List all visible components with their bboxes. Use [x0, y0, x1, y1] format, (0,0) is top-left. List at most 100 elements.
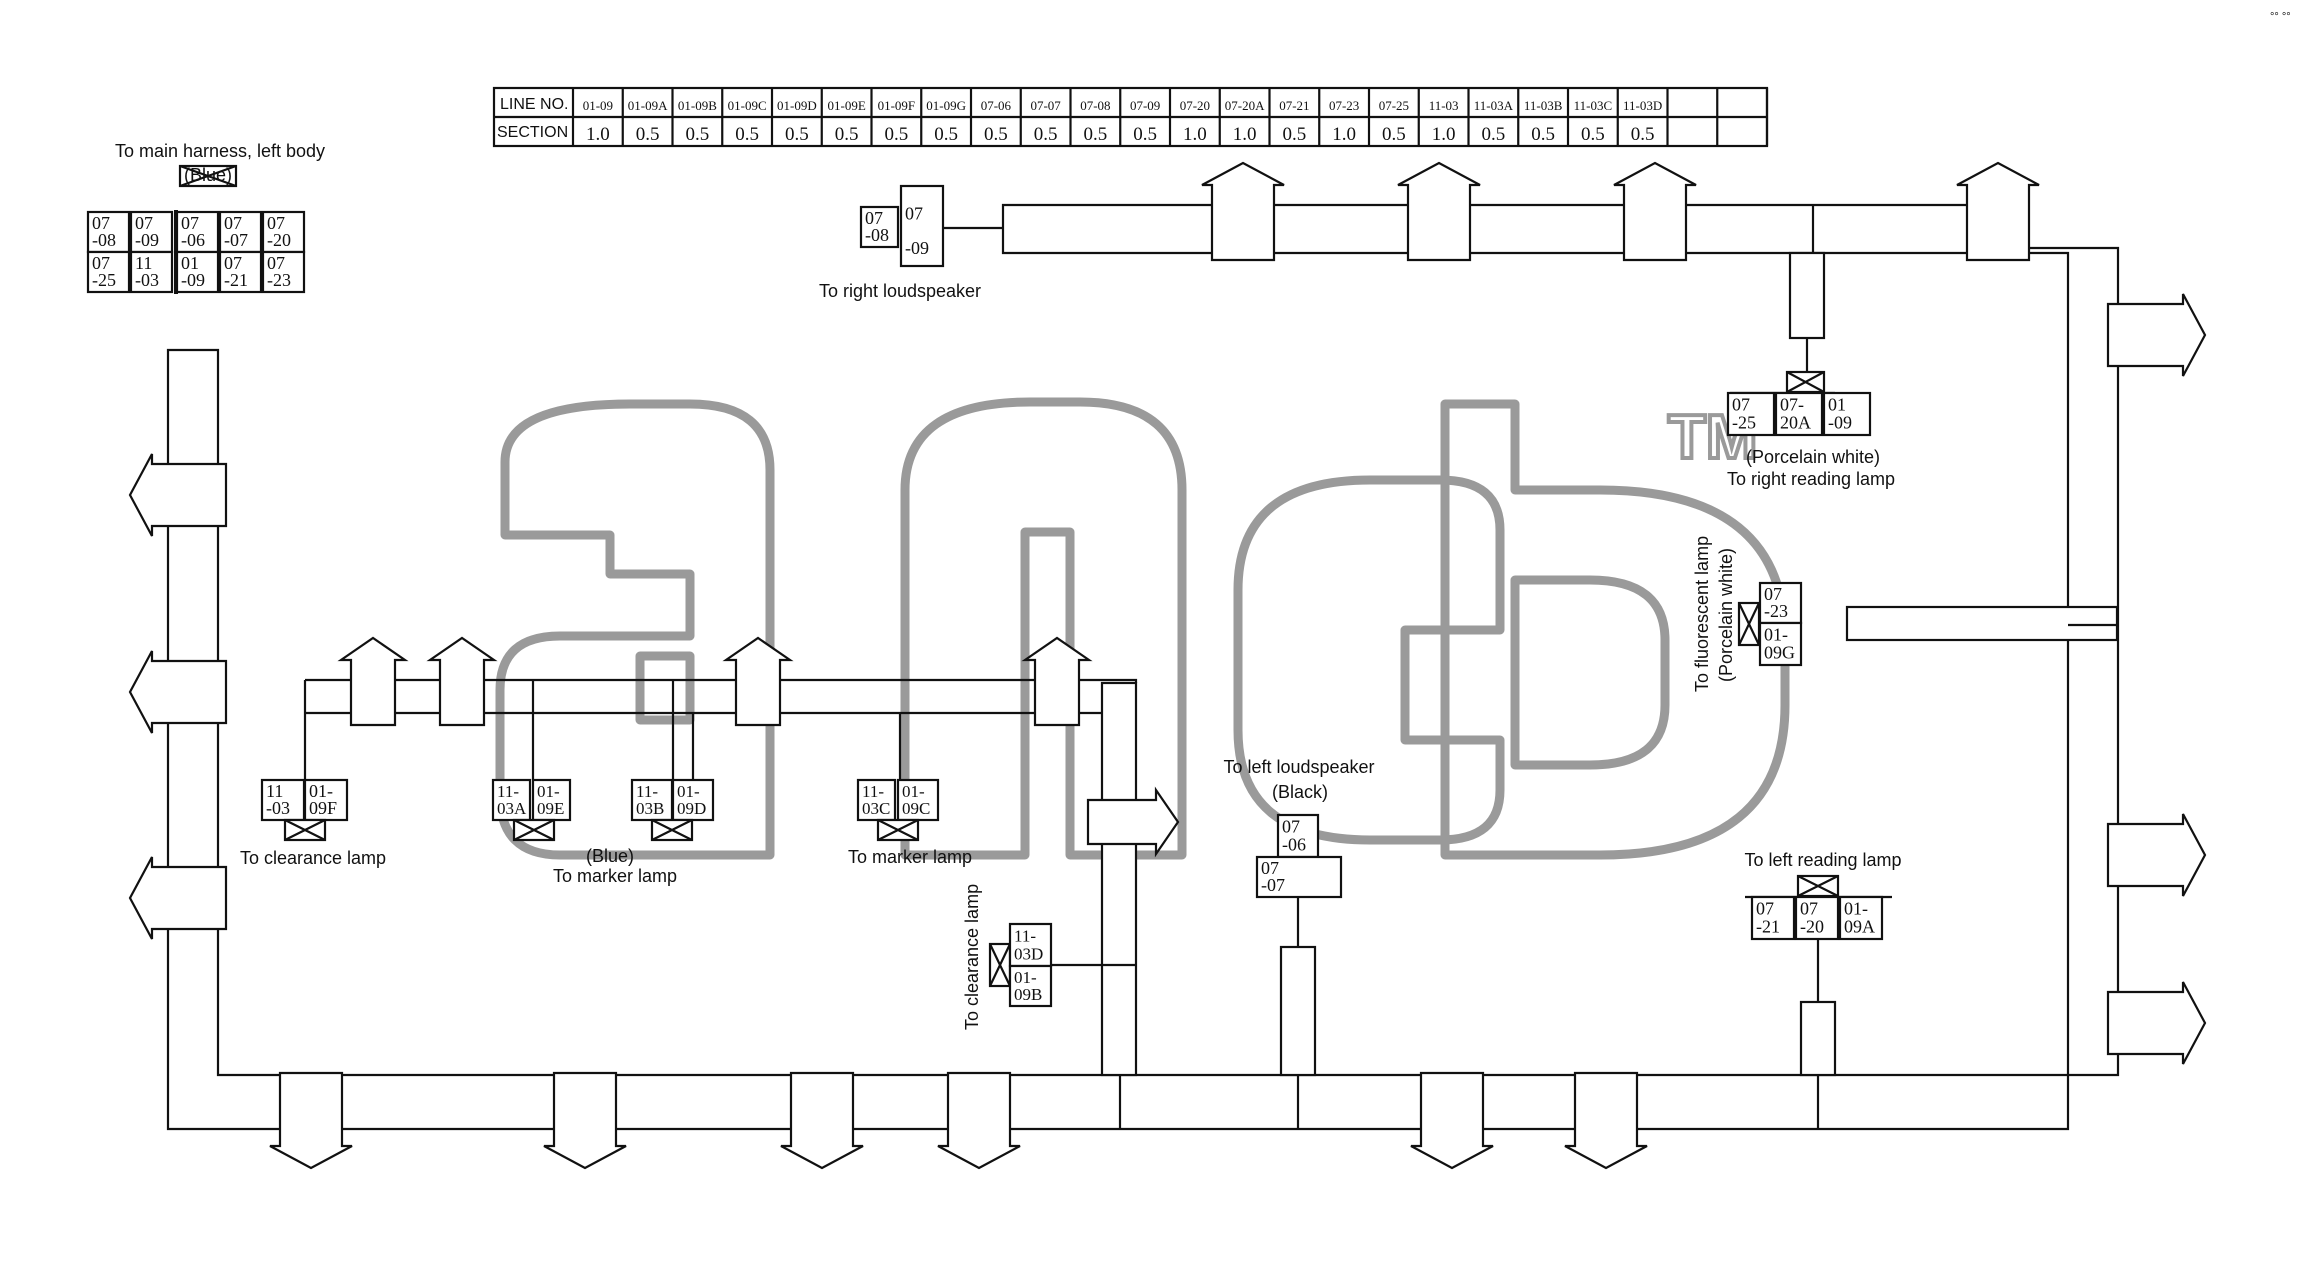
porcelain-white-label-2: (Porcelain white)	[1716, 548, 1736, 682]
connector-pin-label: 07	[267, 253, 285, 273]
table-line-no-cell: 07-20	[1180, 98, 1210, 113]
outlet-arrow-down	[780, 1071, 864, 1170]
connector-pin-label: 09D	[677, 799, 706, 818]
table-line-no-cell: 07-07	[1030, 98, 1061, 113]
table-line-no-cell: 07-09	[1130, 98, 1160, 113]
connector-pin-label: 01-	[309, 781, 333, 801]
table-line-no-cell: 01-09B	[678, 98, 717, 113]
connector-pin-label: 03B	[636, 799, 664, 818]
table-line-no-cell: 07-06	[981, 98, 1012, 113]
connector-pin-label: 03D	[1014, 945, 1043, 964]
table-line-no-cell: 07-23	[1329, 98, 1359, 113]
connector-pin-label: -06	[1282, 835, 1306, 855]
connector-pin-label: 11-	[862, 782, 884, 801]
outlet-arrow-up	[1956, 161, 2040, 262]
outlet-arrow-left	[128, 856, 228, 940]
table-line-no-cell: 01-09G	[926, 98, 966, 113]
outlet-arrow-down	[1410, 1071, 1494, 1170]
table-line-no-cell: 01-09C	[728, 98, 767, 113]
table-section-cell: 0.5	[1581, 124, 1605, 145]
connector-pin-label: -07	[1261, 875, 1285, 895]
outlet-arrow-up	[1201, 161, 1285, 262]
connector-pin-label: 09C	[902, 799, 930, 818]
connector-pin-label: 09B	[1014, 985, 1042, 1004]
connector-pin-label: 01-	[677, 782, 700, 801]
connector-pin-label: 01-	[902, 782, 925, 801]
labels: To main harness, left body (Blue) To rig…	[115, 11, 2291, 1030]
connector-pin-label: 11	[135, 253, 152, 273]
table-line-no-cell: 01-09A	[628, 98, 668, 113]
connector-pin-label: -23	[267, 270, 291, 290]
table-section-cell: 0.5	[1482, 124, 1506, 145]
connector-pin-label: 07	[865, 208, 883, 228]
table-section-cell: 0.5	[1283, 124, 1307, 145]
connector-pin-label: 07	[1261, 858, 1279, 878]
outlet-arrow-up	[1613, 161, 1697, 262]
main-harness-color-label: (Blue)	[184, 165, 232, 185]
table-section-cell: 0.5	[1133, 124, 1157, 145]
outlet-arrow-left	[128, 453, 228, 537]
outlet-arrow-up	[722, 636, 794, 727]
table-section-cell: 0.5	[885, 124, 909, 145]
harness-trunk	[166, 203, 2120, 1131]
table-section-cell: 0.5	[984, 124, 1008, 145]
table-section-cell: 0.5	[785, 124, 809, 145]
connector-pin-label: -21	[1756, 917, 1780, 937]
outlet-arrow-right	[1086, 786, 1180, 858]
connector-pin-label: 11	[266, 781, 283, 801]
connector-pin-label: 07	[905, 204, 923, 224]
connector-pin-label: -20	[1800, 917, 1824, 937]
table-section-cell: 0.5	[835, 124, 859, 145]
outlet-arrow-up	[1397, 161, 1481, 262]
right-loudspeaker-label: To right loudspeaker	[819, 281, 981, 301]
connector-pin-label: -20	[267, 230, 291, 250]
table-section-cell: 1.0	[1183, 124, 1207, 145]
outlet-arrow-left	[128, 650, 228, 734]
connector-pin-label: 01-	[1844, 899, 1868, 919]
connector-pin-label: -09	[181, 270, 205, 290]
outlet-arrow-right	[2106, 813, 2207, 897]
outlet-arrow-down	[269, 1071, 353, 1170]
connector-pin-label: 07	[92, 213, 110, 233]
corner-mark: °° °°	[2270, 11, 2291, 23]
connector-pin-label: 07	[1756, 899, 1774, 919]
outlet-arrow-up	[337, 636, 409, 727]
table-line-no-cell: 07-08	[1080, 98, 1110, 113]
table-section-cell: 0.5	[1034, 124, 1058, 145]
table-section-cell: 0.5	[1531, 124, 1555, 145]
table-section-cell: 1.0	[1332, 124, 1356, 145]
connector-pin-label: 09F	[309, 798, 337, 818]
connector-pin-label: 11-	[497, 782, 519, 801]
connector-pin-label: 03C	[862, 799, 890, 818]
table-section-cell: 0.5	[1382, 124, 1406, 145]
connector-pin-label: 07	[92, 253, 110, 273]
connector-pin-label: 01-	[1014, 968, 1037, 987]
left-loudspeaker-label: To left loudspeaker	[1223, 757, 1374, 777]
connector-pin-label: 01	[181, 253, 199, 273]
outlet-arrow-down	[543, 1071, 627, 1170]
outlet-arrow-right	[2106, 981, 2207, 1065]
connector-pin-label: -23	[1764, 601, 1788, 621]
lamp-branch-wires	[303, 205, 2118, 1129]
table-section-cell: 0.5	[1084, 124, 1108, 145]
connector-pin-label: 07-	[1780, 395, 1804, 415]
connector-pin-label: -21	[224, 270, 248, 290]
table-line-no-cell: 07-25	[1379, 98, 1409, 113]
marker-lamp-label-2: To marker lamp	[848, 847, 972, 867]
connector-pin-label: 09E	[537, 799, 564, 818]
table-section-cell: 0.5	[1631, 124, 1655, 145]
connector-pin-label: -08	[92, 230, 116, 250]
outlet-arrow-right	[2106, 293, 2207, 377]
connector-pin-label: -09	[1828, 413, 1852, 433]
outlet-arrow-up	[426, 636, 498, 727]
connectors: 07-0807-2507-0911-0307-0601-0907-0707-21…	[86, 164, 1892, 1008]
connector-pin-label: -03	[135, 270, 159, 290]
connector-pin-label: 07	[1764, 584, 1782, 604]
porcelain-white-label-1: (Porcelain white)	[1746, 447, 1880, 467]
connector-pin-label: 20A	[1780, 413, 1811, 433]
table-line-no-cell: 11-03D	[1623, 98, 1662, 113]
connector-pin-label: -03	[266, 798, 290, 818]
connector-pin-label: 07	[181, 213, 199, 233]
table-row-label-section: SECTION	[497, 124, 568, 141]
connector-pin-label: 07	[1282, 817, 1300, 837]
